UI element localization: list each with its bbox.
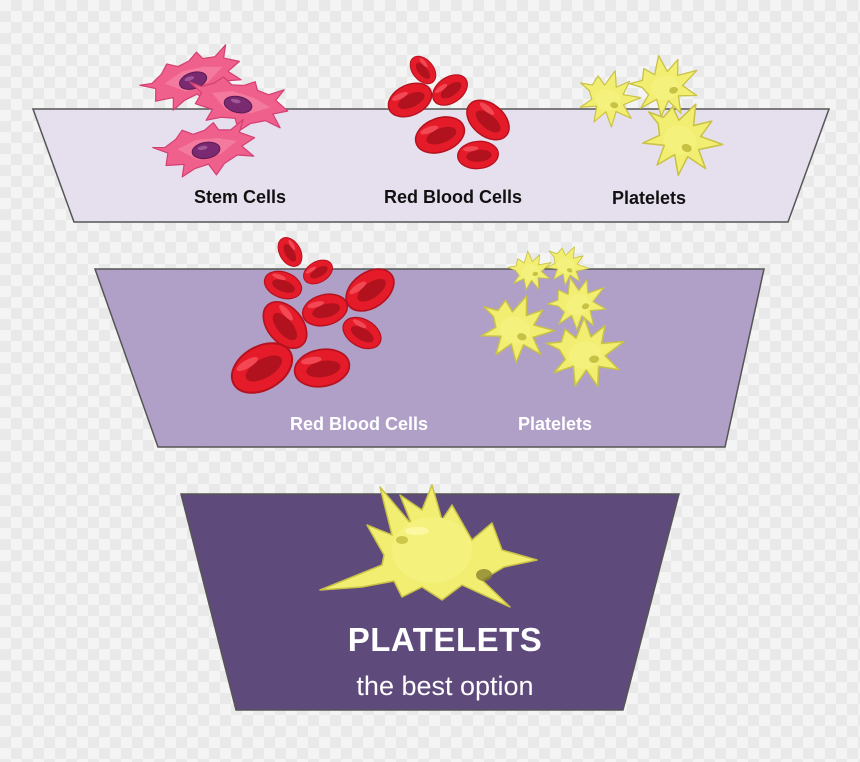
funnel-tier-2 xyxy=(93,268,765,448)
result-subtitle: the best option xyxy=(356,671,534,701)
platelet-icon xyxy=(319,484,538,608)
result-title: PLATELETS xyxy=(347,621,543,658)
label-platelets: Platelets xyxy=(517,414,593,434)
funnel-tier-3 xyxy=(180,493,680,711)
label-platelets: Platelets xyxy=(611,188,687,208)
label-stem-cells: Stem Cells xyxy=(193,187,287,207)
label-red-blood-cells: Red Blood Cells xyxy=(289,414,429,434)
label-red-blood-cells: Red Blood Cells xyxy=(383,187,523,207)
